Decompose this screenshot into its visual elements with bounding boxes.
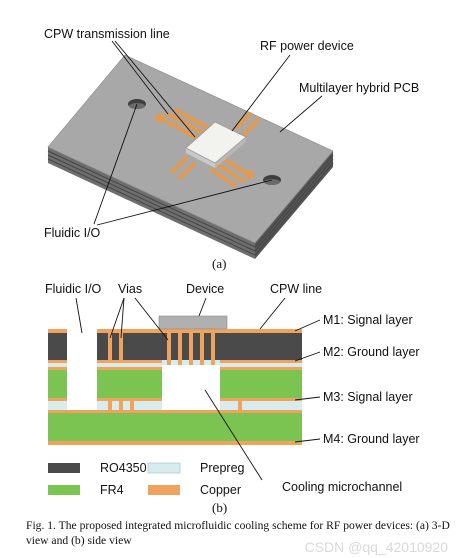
fr4-layer-lower (48, 413, 302, 441)
fluidic-channel-left (67, 333, 97, 411)
legend-label-ro4350: RO4350 (100, 461, 147, 475)
layer-label-m3: M3: Signal layer (323, 390, 413, 404)
rf-device-top (185, 121, 247, 164)
sublabel-b: (b) (212, 500, 227, 515)
layer-label-m1: M1: Signal layer (323, 313, 413, 327)
cooling-microchannel (162, 365, 220, 411)
label-cpw-line-side: CPW line (270, 282, 322, 296)
label-fluidic-top: Fluidic I/O (44, 226, 101, 240)
legend-swatch-prepreg (147, 462, 181, 474)
label-vias: Vias (118, 282, 142, 296)
legend-label-fr4: FR4 (100, 483, 124, 497)
label-rf-device: RF power device (260, 39, 354, 53)
copper-layers (48, 329, 302, 445)
label-device: Device (186, 282, 224, 296)
vias (108, 333, 242, 411)
pcb-side-view: Fluidic I/O Vias Device CPW line M1: Sig… (45, 282, 420, 515)
legend-swatch-fr4 (48, 485, 80, 495)
legend-label-copper: Copper (200, 483, 241, 497)
label-cooling-microchannel: Cooling microchannel (282, 480, 402, 494)
legend-swatch-ro4350 (48, 463, 80, 473)
legend: RO4350 Prepreg FR4 Copper (48, 461, 245, 497)
device-block (158, 315, 228, 330)
cpw-transmission-lines (158, 108, 260, 188)
label-fluidic-side: Fluidic I/O (45, 282, 102, 296)
watermark: CSDN @qq_42010920 (304, 539, 448, 555)
layer-label-m4-text: M4: Ground layer (323, 432, 420, 446)
sublabel-a: (a) (212, 256, 226, 271)
label-cpw-line: CPW transmission line (44, 27, 170, 41)
legend-label-prepreg: Prepreg (200, 461, 245, 475)
pcb-3d-view: CPW transmission line RF power device Mu… (44, 27, 419, 271)
label-pcb: Multilayer hybrid PCB (299, 81, 419, 95)
figure-caption: Fig. 1. The proposed integrated microflu… (26, 519, 450, 547)
rf-device-side (186, 148, 215, 168)
layer-label-m2: M2: Ground layer (323, 345, 420, 359)
legend-swatch-copper (148, 485, 180, 495)
